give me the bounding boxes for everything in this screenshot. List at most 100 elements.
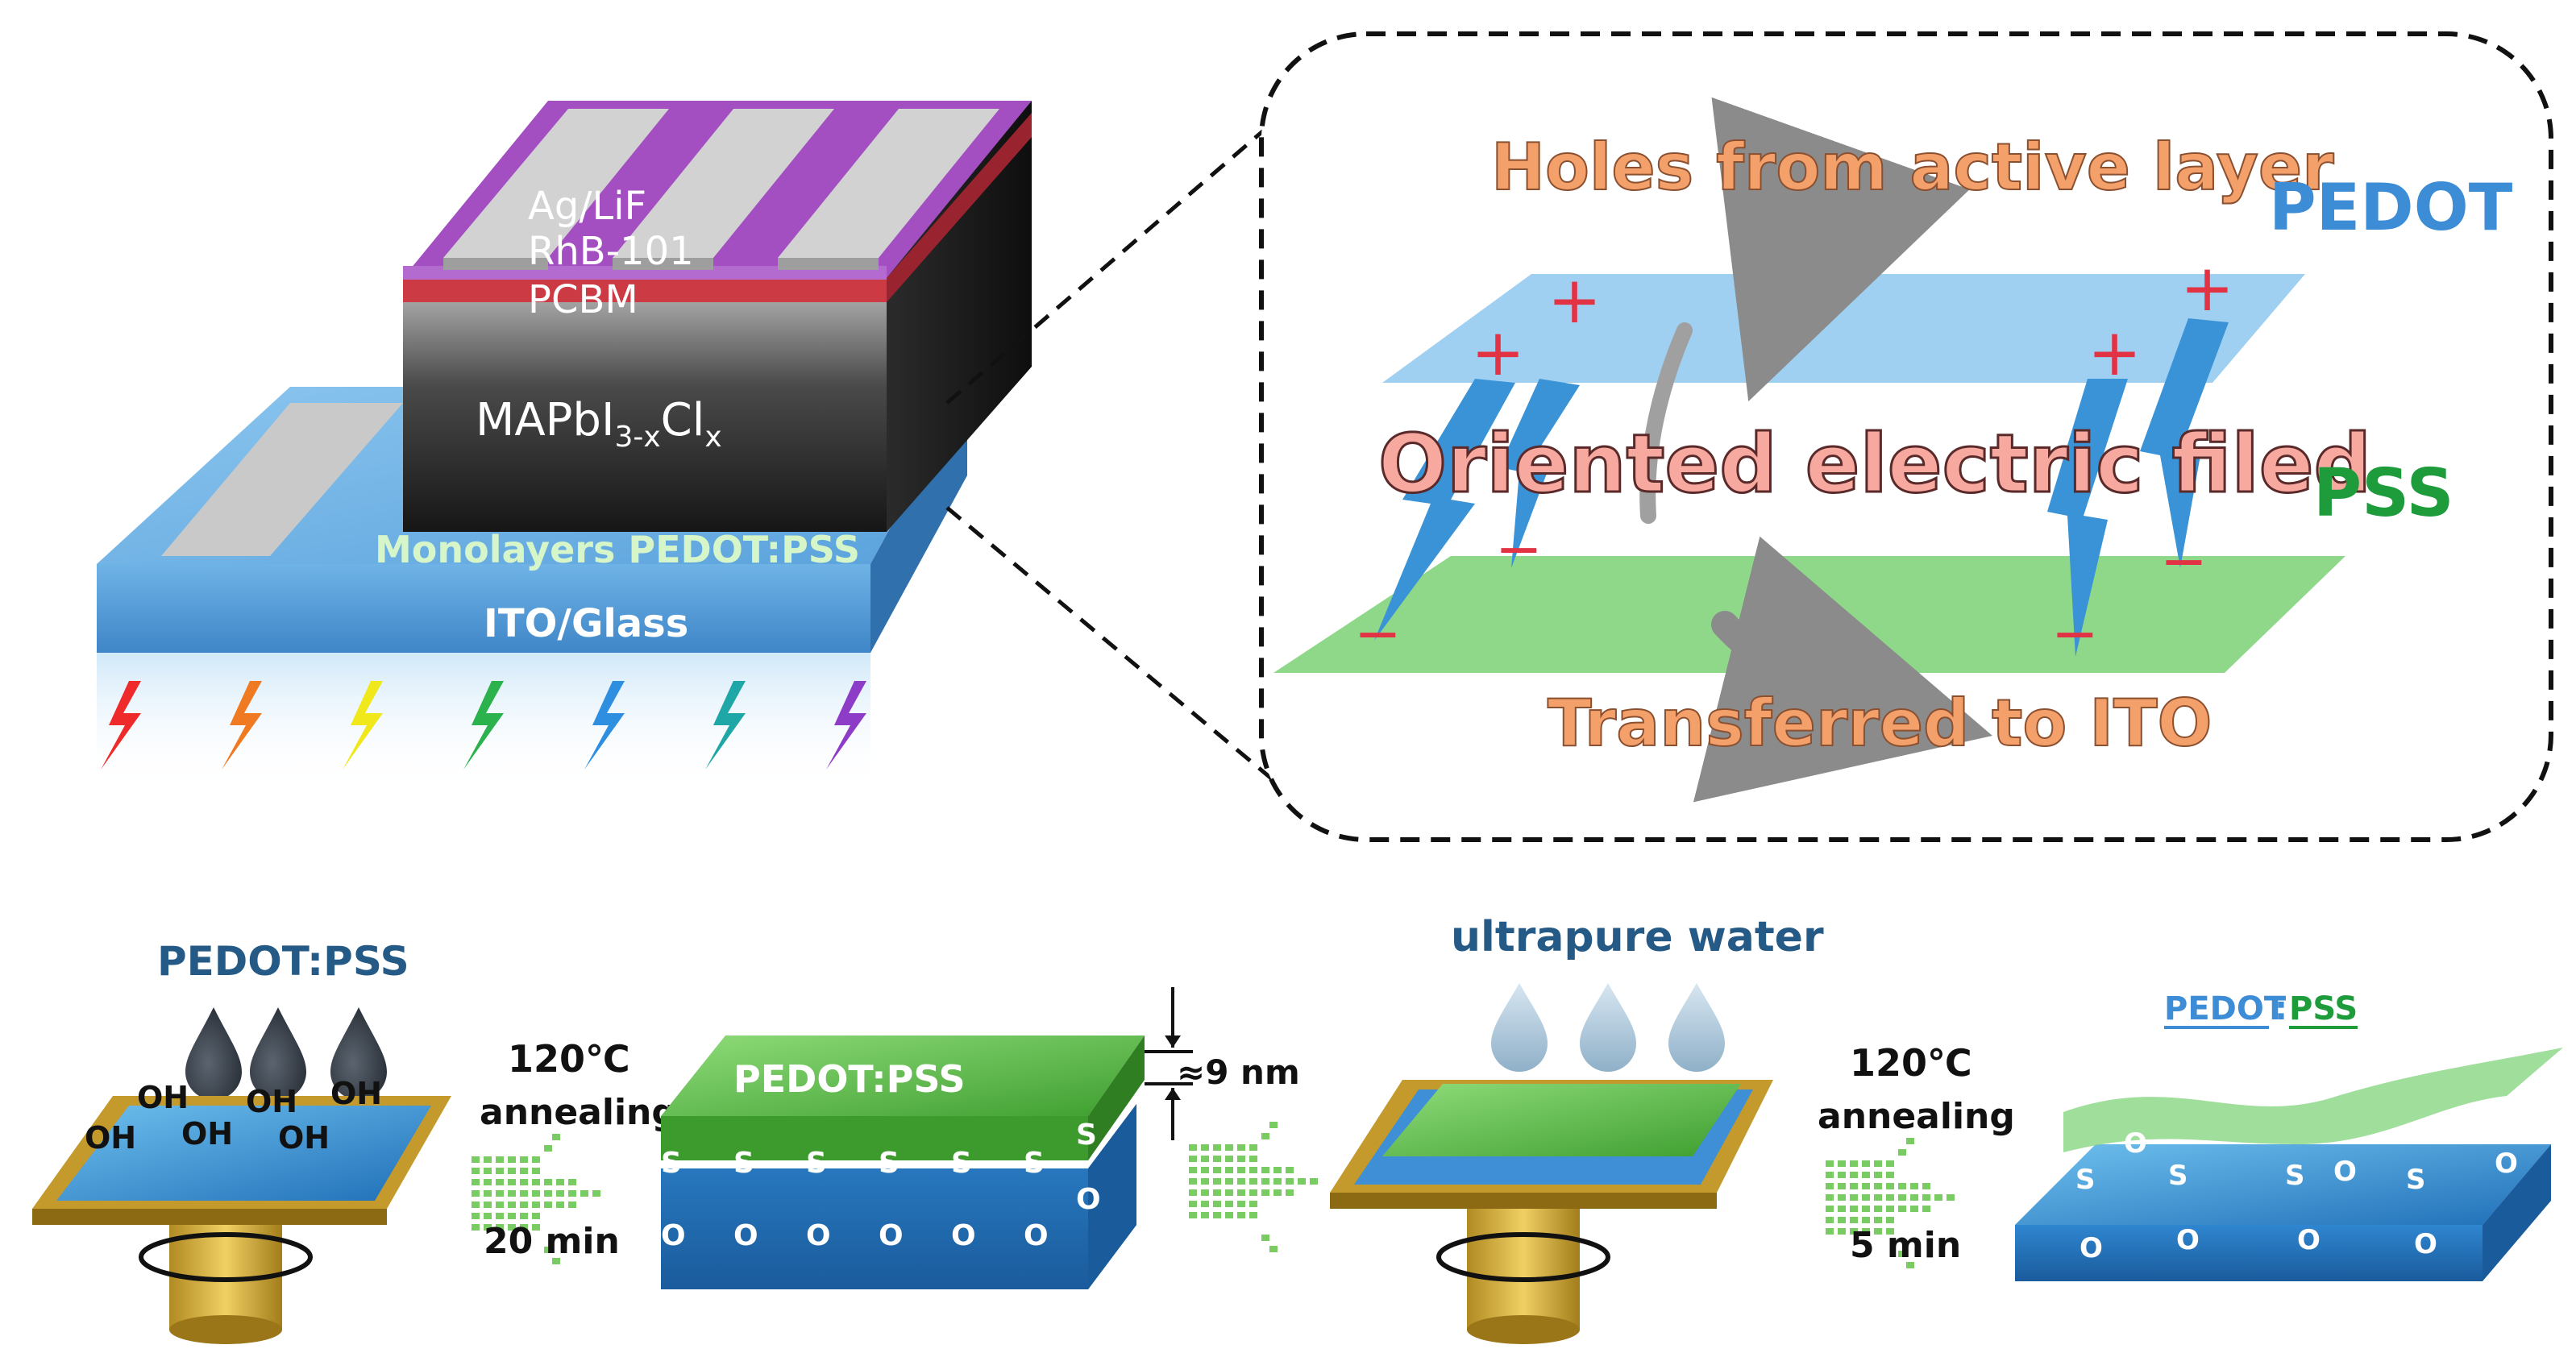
arrow-dot: [1826, 1194, 1834, 1201]
arrow-dot: [508, 1179, 516, 1185]
label-pedot-layer: PEDOT: [2269, 170, 2513, 245]
svg-text:OH: OH: [137, 1080, 189, 1115]
arrow-dot: [1906, 1262, 1914, 1268]
label-pss-layer: PSS: [2313, 455, 2454, 532]
arrow-dot: [1201, 1201, 1209, 1207]
svg-text:O: O: [806, 1219, 831, 1252]
label-transferred: Transferred to ITO: [1548, 686, 2212, 761]
electrode-strip-1: [443, 109, 669, 258]
dotted-arrow-1: [472, 1134, 600, 1264]
arrow-dot: [532, 1190, 540, 1197]
label-rhb: RhB-101: [528, 229, 694, 274]
svg-text:S: S: [1024, 1147, 1045, 1180]
arrow-dot: [1910, 1206, 1918, 1212]
arrow-dot: [496, 1179, 504, 1185]
arrow-dot: [1261, 1189, 1269, 1196]
arrow-dot: [1237, 1178, 1245, 1185]
arrow-dot: [1237, 1144, 1245, 1151]
electrode-edge-2: [613, 258, 713, 270]
svg-text:OH: OH: [246, 1084, 297, 1119]
arrow-dot: [496, 1224, 504, 1231]
perovskite-device: Ag/LiF RhB-101 PCBM MAPbI3-xClx Monolaye…: [97, 101, 1032, 790]
arrow-dot: [1237, 1189, 1245, 1196]
arrow-dot: [1826, 1172, 1834, 1178]
svg-text:OH: OH: [278, 1120, 330, 1156]
arrow-dot: [1850, 1194, 1858, 1201]
arrow-dot: [484, 1202, 492, 1208]
arrow-dot: [1189, 1144, 1197, 1151]
arrow-dot: [1862, 1172, 1870, 1178]
arrow-dot: [1886, 1183, 1894, 1189]
arrow-dot: [1910, 1183, 1918, 1189]
process-stage-3: ultrapure water: [1330, 913, 1824, 1344]
arrow-dot: [484, 1224, 492, 1231]
label-pedot-small: PEDOT: [2164, 990, 2287, 1027]
label-holes: Holes from active layer: [1491, 130, 2334, 205]
light-bolts: [101, 681, 866, 770]
arrow-dot: [556, 1179, 564, 1185]
process-step-2: [1189, 1122, 1318, 1252]
dotted-arrow-2: [1189, 1122, 1318, 1252]
arrow-dot: [568, 1202, 576, 1208]
arrow-dot: [1886, 1194, 1894, 1201]
arrow-dot: [1237, 1167, 1245, 1173]
arrow-dot: [1922, 1183, 1930, 1189]
water-film: [1382, 1084, 1741, 1156]
arrow-dot: [1934, 1194, 1942, 1201]
minus-charge-4: −: [2160, 528, 2208, 594]
arrow-dot: [1213, 1189, 1221, 1196]
arrow-dot: [1838, 1160, 1846, 1167]
field-bolt-2: [1499, 379, 1580, 568]
light-bolt-icon: [222, 681, 262, 770]
arrow-dot: [532, 1179, 540, 1185]
arrow-dot: [1225, 1212, 1233, 1218]
arrow-dot: [496, 1168, 504, 1174]
water-drops: [1491, 983, 1725, 1072]
svg-text:O: O: [2414, 1228, 2437, 1260]
spinner-pillar-3: [1467, 1193, 1580, 1330]
arrow-dot: [1886, 1228, 1894, 1235]
arrow-dot: [1261, 1133, 1269, 1139]
arrow-dot: [1898, 1194, 1906, 1201]
light-bolt-icon: [826, 681, 866, 770]
svg-text:O: O: [2176, 1224, 2200, 1256]
arrow-dot: [1826, 1183, 1834, 1189]
arrow-dot: [1201, 1144, 1209, 1151]
arrow-dot: [1201, 1156, 1209, 1162]
arrow-dot: [532, 1168, 540, 1174]
arrow-dot: [1886, 1217, 1894, 1223]
arrow-dot: [1237, 1212, 1245, 1218]
step3-time: 5 min: [1850, 1225, 1961, 1266]
arrow-dot: [556, 1190, 564, 1197]
arrow-dot: [1838, 1183, 1846, 1189]
arrow-dot: [1213, 1156, 1221, 1162]
ito-glass-front: [97, 564, 870, 653]
arrow-dot: [1838, 1228, 1846, 1235]
arrow-dot: [1201, 1178, 1209, 1185]
arrow-dot: [1826, 1228, 1834, 1235]
dotted-arrow-3: [1826, 1138, 1955, 1268]
arrow-dot: [520, 1224, 528, 1231]
arrow-dot: [544, 1190, 552, 1197]
arrow-dot: [592, 1190, 600, 1197]
arrow-dot: [1201, 1212, 1209, 1218]
light-bolt-icon: [463, 681, 504, 770]
arrow-dot: [1225, 1144, 1233, 1151]
ink-drop-1: [185, 1007, 242, 1100]
arrow-dot: [532, 1224, 540, 1231]
label-ito-glass: ITO/Glass: [484, 601, 688, 646]
arrow-dot: [1249, 1189, 1257, 1196]
hole-arrow-out: [1693, 536, 1992, 803]
arrow-dot: [508, 1224, 516, 1231]
arrow-dot: [1898, 1206, 1906, 1212]
arrow-dot: [1269, 1122, 1278, 1128]
arrow-dot: [1886, 1172, 1894, 1178]
arrow-dot: [1874, 1160, 1882, 1167]
substrate-block-2: [661, 1104, 1136, 1289]
arrow-dot: [472, 1202, 480, 1208]
wavy-monolayer: [2063, 1048, 2563, 1152]
arrow-dot: [1838, 1206, 1846, 1212]
ink-drop-3: [330, 1007, 387, 1100]
arrow-dot: [1898, 1183, 1906, 1189]
arrow-dot: [472, 1224, 480, 1231]
